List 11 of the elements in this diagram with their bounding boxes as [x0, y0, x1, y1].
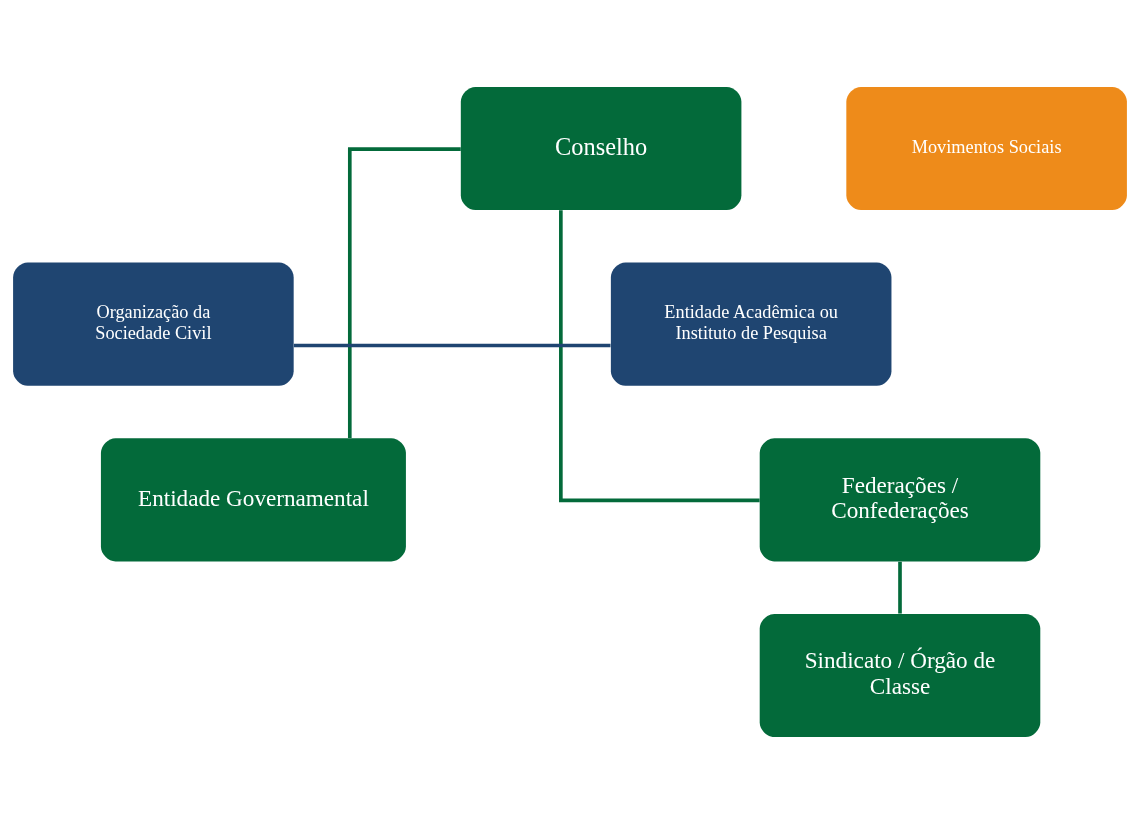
node-box: Conselho	[460, 86, 742, 210]
connector	[559, 209, 760, 502]
node-box: Federações / Confederações	[759, 437, 1041, 561]
node-box: Movimentos Sociais	[846, 86, 1127, 210]
connector	[293, 343, 611, 347]
connector	[347, 146, 461, 438]
node-box: Organização da Sociedade Civil	[13, 262, 294, 386]
node-box: Sindicato / Órgão de Classe	[759, 613, 1041, 737]
node-box: Entidade Acadêmica ou Instituto de Pesquisa	[610, 262, 892, 386]
node-box: Entidade Governamental	[100, 437, 406, 561]
connector	[898, 561, 902, 614]
